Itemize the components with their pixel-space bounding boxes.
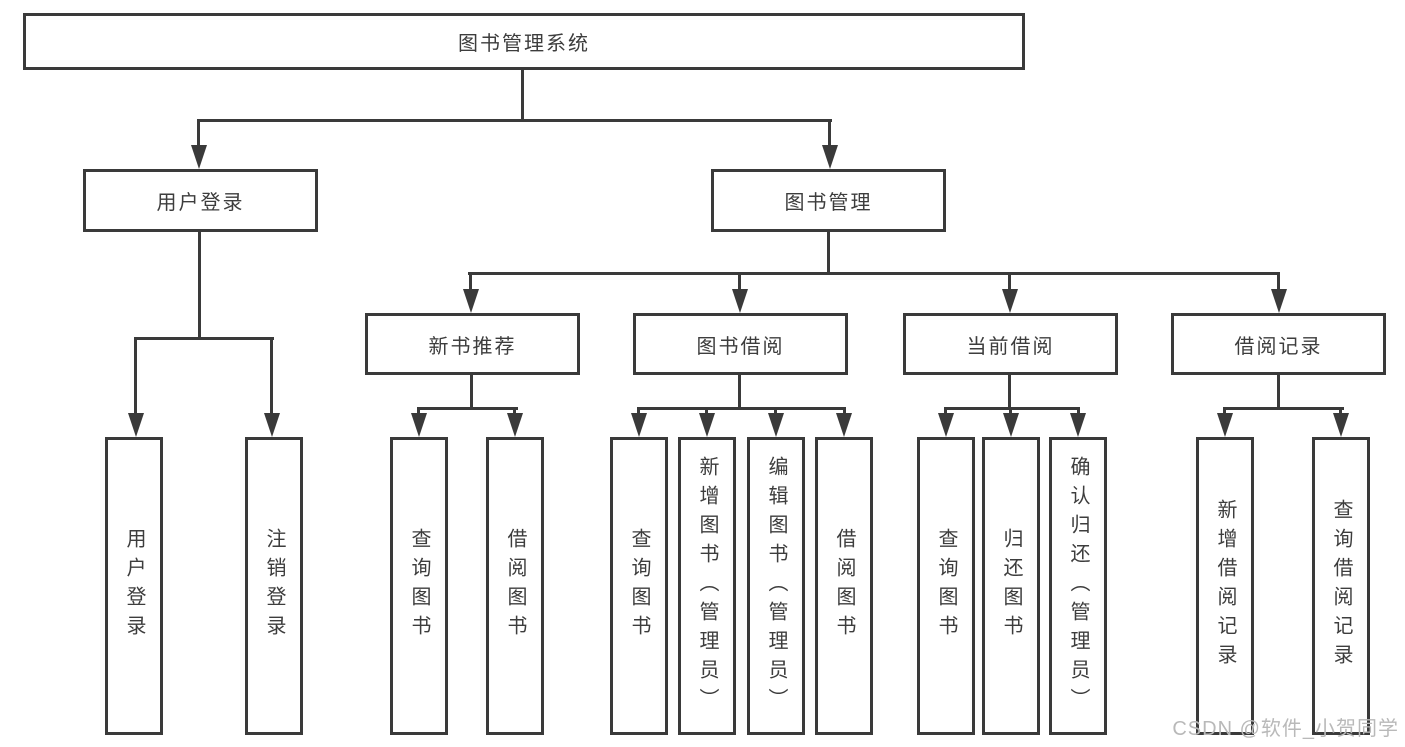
connector bbox=[197, 119, 200, 147]
connector bbox=[828, 119, 831, 147]
node-label: 借阅图书 bbox=[504, 528, 526, 644]
connector bbox=[198, 232, 201, 337]
connector bbox=[521, 70, 524, 122]
arrowhead bbox=[1002, 289, 1018, 313]
leaf-current-return-books: 归还图书 bbox=[982, 437, 1040, 735]
connector bbox=[470, 375, 473, 410]
connector bbox=[513, 407, 516, 416]
connector bbox=[705, 407, 708, 416]
connector bbox=[944, 407, 947, 416]
node-label: 归还图书 bbox=[1000, 528, 1022, 644]
arrowhead bbox=[411, 413, 427, 437]
arrowhead bbox=[699, 413, 715, 437]
connector bbox=[468, 272, 1280, 275]
connector bbox=[1008, 272, 1011, 292]
leaf-records-query-borrow-record: 查询借阅记录 bbox=[1312, 437, 1370, 735]
node-label: 查询图书 bbox=[408, 528, 430, 644]
arrowhead bbox=[191, 145, 207, 169]
node-label: 新增借阅记录 bbox=[1214, 499, 1236, 673]
node-label: 新书推荐 bbox=[428, 335, 517, 358]
node-borrow-records: 借阅记录 bbox=[1171, 313, 1386, 375]
leaf-logout: 注销登录 bbox=[245, 437, 303, 735]
node-label: 查询图书 bbox=[628, 528, 650, 644]
node-label: 新增图书（管理员） bbox=[696, 455, 718, 717]
arrowhead bbox=[1333, 413, 1349, 437]
node-label: 图书借阅 bbox=[696, 335, 785, 358]
connector bbox=[134, 337, 137, 415]
leaf-newbook-query-books: 查询图书 bbox=[390, 437, 448, 735]
node-label: 借阅记录 bbox=[1234, 335, 1323, 358]
connector bbox=[738, 375, 741, 410]
connector bbox=[637, 407, 640, 416]
node-new-book-recommend: 新书推荐 bbox=[365, 313, 580, 375]
arrowhead bbox=[732, 289, 748, 313]
connector bbox=[1223, 407, 1226, 416]
leaf-records-add-borrow-record: 新增借阅记录 bbox=[1196, 437, 1254, 735]
connector bbox=[827, 232, 830, 275]
arrowhead bbox=[631, 413, 647, 437]
connector bbox=[134, 337, 274, 340]
arrowhead bbox=[463, 289, 479, 313]
arrowhead bbox=[938, 413, 954, 437]
arrowhead bbox=[836, 413, 852, 437]
arrowhead bbox=[128, 413, 144, 437]
node-label: 确认归还（管理员） bbox=[1067, 455, 1089, 717]
leaf-current-confirm-return-admin: 确认归还（管理员） bbox=[1049, 437, 1107, 735]
connector bbox=[469, 272, 472, 292]
arrowhead bbox=[1217, 413, 1233, 437]
leaf-current-query-books: 查询图书 bbox=[917, 437, 975, 735]
connector bbox=[197, 119, 832, 122]
connector bbox=[417, 407, 420, 416]
arrowhead bbox=[1070, 413, 1086, 437]
arrowhead bbox=[768, 413, 784, 437]
connector bbox=[637, 407, 846, 410]
connector bbox=[1277, 375, 1280, 410]
node-label: 查询借阅记录 bbox=[1330, 499, 1352, 673]
node-label: 查询图书 bbox=[935, 528, 957, 644]
leaf-newbook-borrow-books: 借阅图书 bbox=[486, 437, 544, 735]
leaf-borrowing-add-books-admin: 新增图书（管理员） bbox=[678, 437, 736, 735]
arrowhead bbox=[1003, 413, 1019, 437]
node-label: 借阅图书 bbox=[833, 528, 855, 644]
connector bbox=[1223, 407, 1344, 410]
node-label: 编辑图书（管理员） bbox=[765, 455, 787, 717]
connector bbox=[1339, 407, 1342, 416]
csdn-watermark: CSDN @软件_小贺同学 bbox=[1172, 718, 1399, 740]
leaf-borrowing-query-books: 查询图书 bbox=[610, 437, 668, 735]
leaf-borrowing-edit-books-admin: 编辑图书（管理员） bbox=[747, 437, 805, 735]
connector bbox=[843, 407, 846, 416]
connector bbox=[270, 337, 273, 415]
node-book-borrowing: 图书借阅 bbox=[633, 313, 848, 375]
leaf-borrowing-borrow-books: 借阅图书 bbox=[815, 437, 873, 735]
node-label: 用户登录 bbox=[156, 192, 245, 214]
node-label: 图书管理系统 bbox=[458, 33, 590, 55]
node-label: 用户登录 bbox=[123, 528, 145, 644]
node-label: 当前借阅 bbox=[966, 335, 1055, 358]
arrowhead bbox=[822, 145, 838, 169]
connector bbox=[774, 407, 777, 416]
connector bbox=[1077, 407, 1080, 416]
arrowhead bbox=[264, 413, 280, 437]
node-label: 图书管理 bbox=[784, 192, 873, 214]
connector bbox=[1277, 272, 1280, 292]
node-label: 注销登录 bbox=[263, 528, 285, 644]
leaf-user-login: 用户登录 bbox=[105, 437, 163, 735]
arrowhead bbox=[1271, 289, 1287, 313]
node-book-management: 图书管理 bbox=[711, 169, 946, 232]
node-user-login: 用户登录 bbox=[83, 169, 318, 232]
node-current-borrowing: 当前借阅 bbox=[903, 313, 1118, 375]
connector bbox=[738, 272, 741, 292]
connector bbox=[944, 407, 1080, 410]
connector bbox=[1008, 375, 1011, 410]
arrowhead bbox=[507, 413, 523, 437]
connector bbox=[1009, 407, 1012, 416]
connector bbox=[417, 407, 518, 410]
node-root-system: 图书管理系统 bbox=[23, 13, 1025, 70]
